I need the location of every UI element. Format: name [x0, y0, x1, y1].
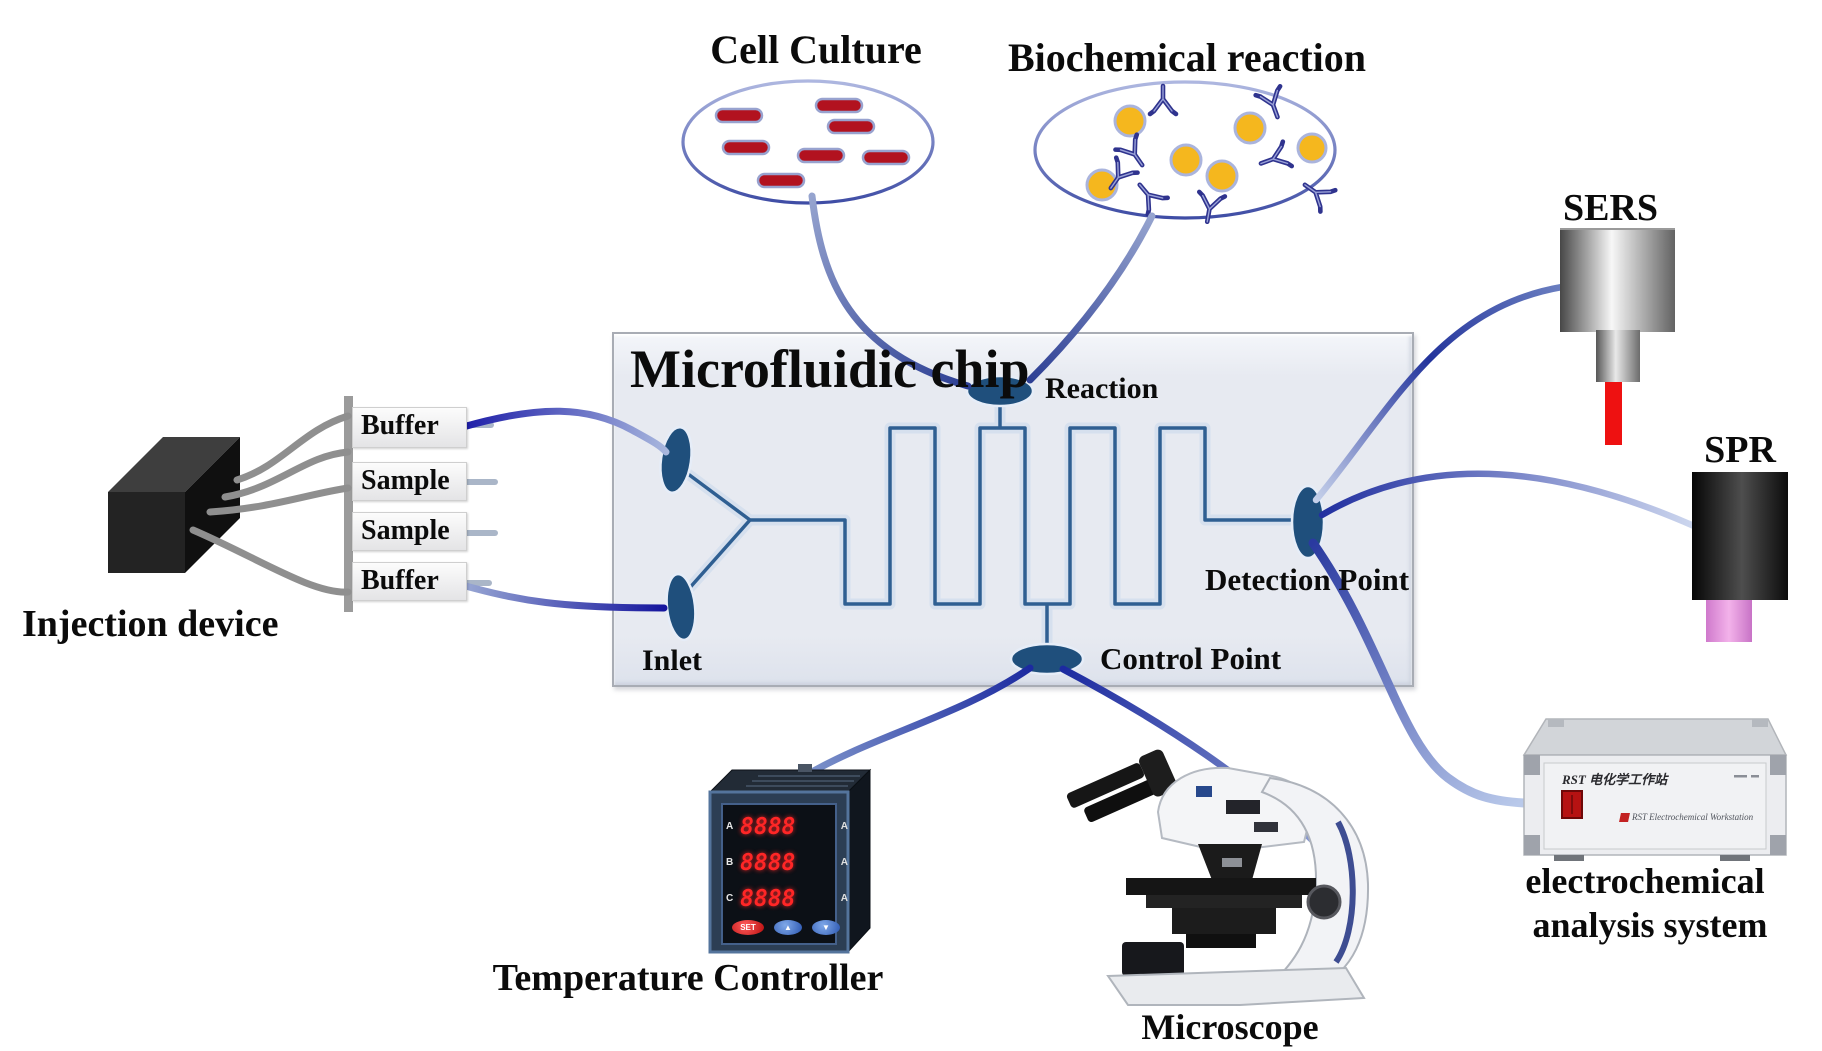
cell-rods — [714, 97, 911, 189]
port-label-sample-bottom: Sample — [352, 512, 467, 551]
microscope-stage — [1126, 878, 1316, 895]
antigen-circles — [1085, 104, 1328, 202]
row-unit-label: A — [840, 857, 848, 868]
microscope-brand-badge — [1196, 786, 1212, 797]
reaction-port — [965, 374, 1035, 408]
injection-box — [108, 437, 240, 573]
sers-laser-beam — [1605, 382, 1622, 445]
microscope-illustration — [1066, 749, 1370, 1006]
control-point-label: Control Point — [1100, 641, 1282, 676]
electrochemical-title-line2: analysis system — [1532, 905, 1768, 945]
temperature-controller-title: Temperature Controller — [492, 957, 884, 999]
up-button: ▲ — [774, 920, 802, 935]
spr-detector-body — [1692, 472, 1788, 600]
inlet-label: Inlet — [642, 644, 702, 677]
brand-logo-icon — [1619, 813, 1630, 823]
detection-point-label: Detection Point — [1205, 562, 1410, 597]
seven-segment-value: 8888 — [740, 886, 796, 912]
port-rail — [344, 396, 353, 612]
temperature-display: A 8888 A B 8888 A C 8888 A SET ▲ ▼ — [724, 806, 850, 952]
port-connectors — [460, 422, 498, 586]
sers-probe-body — [1560, 228, 1675, 332]
port-label-sample-top: Sample — [352, 462, 467, 501]
down-button: ▼ — [812, 920, 840, 935]
chip-channel — [674, 398, 1301, 654]
sers-probe-shaft — [1596, 330, 1640, 382]
microfluidic-chip-title: Microfluidic chip — [630, 339, 1030, 399]
seven-segment-value: 8888 — [740, 850, 796, 876]
row-unit-label: A — [840, 821, 848, 832]
sers-title: SERS — [1562, 187, 1659, 229]
tube-detection-to-spr — [1318, 470, 1698, 530]
inlet-port-top — [659, 426, 693, 494]
cell-culture-title: Cell Culture — [710, 27, 922, 72]
spr-title: SPR — [1704, 429, 1776, 471]
tube-detection-to-electrochemical — [1308, 538, 1529, 808]
tube-detection-to-sers — [1312, 283, 1566, 504]
microscope-base — [1106, 966, 1366, 1006]
microscope-title: Microscope — [1141, 1007, 1319, 1047]
microscope-focus-knob — [1306, 884, 1342, 920]
row-channel-label: A — [726, 821, 734, 832]
tube-biochemical-to-reaction — [1026, 212, 1156, 384]
spr-emitter — [1706, 600, 1752, 642]
workstation-panel-text: RST 电化学工作站 — [1562, 772, 1668, 787]
workstation-brand-text: RST Electrochemical Workstation — [1619, 812, 1753, 823]
tube-buffer-bottom-to-inlet — [458, 581, 668, 612]
port-label-buffer-top: Buffer — [352, 407, 467, 448]
electrochemical-workstation: RST 电化学工作站 RST Electrochemical Workstati… — [1518, 715, 1793, 863]
reaction-label: Reaction — [1045, 372, 1159, 405]
row-unit-label: A — [840, 893, 848, 904]
row-channel-label: B — [726, 857, 734, 868]
temperature-controller-device: A 8888 A B 8888 A C 8888 A SET ▲ ▼ — [698, 760, 894, 956]
port-label-buffer-bottom: Buffer — [352, 562, 467, 601]
tube-cell-culture-to-reaction — [808, 192, 972, 390]
injection-device-title: Injection device — [22, 603, 279, 645]
biochemical-reaction-title: Biochemical reaction — [1007, 35, 1367, 80]
injection-tubes — [189, 412, 352, 596]
set-button: SET — [732, 920, 764, 935]
seven-segment-value: 8888 — [740, 814, 796, 840]
row-channel-label: C — [726, 893, 734, 904]
cell-culture-ellipse — [681, 79, 935, 205]
tube-control-to-temperature — [801, 664, 1034, 780]
tube-buffer-top-to-inlet — [459, 407, 670, 456]
electrochemical-title-line1: electrochemical — [1525, 861, 1765, 901]
